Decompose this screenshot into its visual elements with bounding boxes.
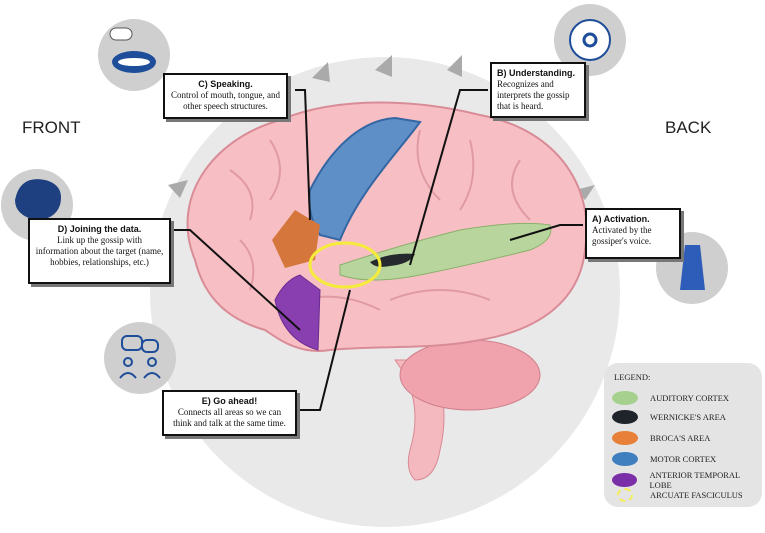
- arcuate-swatch: [617, 488, 633, 502]
- understanding-gears-icon: [569, 19, 611, 61]
- icon-circles: [1, 4, 728, 394]
- auditory-cortex: [339, 222, 552, 281]
- activation-text: Activated by the gossiper's voice.: [592, 225, 652, 246]
- brocas-area: [272, 210, 320, 268]
- activation-hand-ear-icon: [680, 245, 705, 290]
- auditory-swatch: [612, 391, 638, 405]
- brain: [186, 101, 588, 481]
- arcuate-fasciculus: [308, 241, 382, 289]
- legend-item: ARCUATE FASCICULUS: [612, 488, 743, 502]
- goahead-text: Connects all areas so we can think and t…: [173, 407, 286, 428]
- anterior-temporal-lobe: [274, 274, 321, 351]
- joining-box: D) Joining the data. Link up the gossip …: [28, 218, 171, 284]
- legend: LEGEND: AUDITORY CORTEX WERNICKE'S AREA …: [604, 363, 762, 507]
- wernicke-swatch: [612, 410, 638, 424]
- activation-box: A) Activation. Activated by the gossiper…: [585, 208, 681, 259]
- legend-item: WERNICKE'S AREA: [612, 410, 726, 424]
- legend-label: ARCUATE FASCICULUS: [650, 490, 743, 500]
- understanding-box: B) Understanding. Recognizes and interpr…: [490, 62, 586, 118]
- legend-item: ANTERIOR TEMPORAL LOBE: [612, 470, 762, 490]
- speaking-text: Control of mouth, tongue, and other spee…: [171, 90, 280, 111]
- goahead-box: E) Go ahead! Connects all areas so we ca…: [162, 390, 297, 436]
- legend-item: MOTOR CORTEX: [612, 452, 716, 466]
- direction-arrows: [168, 55, 595, 200]
- legend-title: LEGEND:: [614, 372, 651, 382]
- activation-title: A) Activation.: [592, 214, 650, 224]
- joining-title: D) Joining the data.: [57, 224, 142, 234]
- joining-text: Link up the gossip with information abou…: [35, 235, 164, 267]
- cerebellum: [399, 339, 541, 411]
- connector-lines: [172, 89, 583, 411]
- temporal-swatch: [612, 473, 638, 487]
- motor-swatch: [612, 452, 638, 466]
- legend-item: AUDITORY CORTEX: [612, 391, 729, 405]
- understanding-text: Recognizes and interprets the gossip tha…: [497, 79, 570, 111]
- front-label: FRONT: [22, 118, 81, 137]
- go-ahead-chat-people-icon: [119, 335, 161, 379]
- joining-puzzle-brain-icon: [15, 179, 61, 220]
- broca-swatch: [612, 431, 638, 445]
- back-label: BACK: [665, 118, 712, 137]
- understanding-title: B) Understanding.: [497, 68, 575, 78]
- legend-item: BROCA'S AREA: [612, 431, 710, 445]
- legend-label: MOTOR CORTEX: [650, 454, 717, 464]
- goahead-title: E) Go ahead!: [201, 396, 258, 406]
- speaking-box: C) Speaking. Control of mouth, tongue, a…: [163, 73, 288, 119]
- legend-label: ANTERIOR TEMPORAL LOBE: [649, 470, 740, 490]
- legend-label: AUDITORY CORTEX: [650, 393, 730, 403]
- legend-label: BROCA'S AREA: [650, 433, 711, 443]
- legend-label: WERNICKE'S AREA: [650, 412, 726, 422]
- speaking-title: C) Speaking.: [198, 79, 253, 89]
